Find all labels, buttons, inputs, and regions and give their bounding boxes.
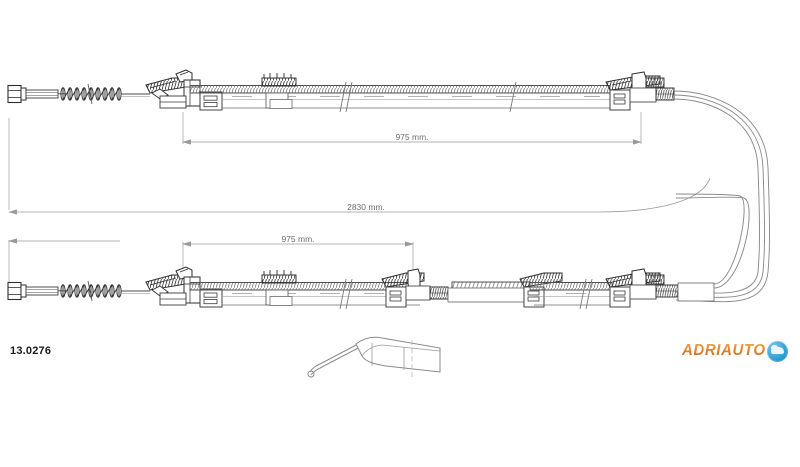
part-number-label: 13.0276: [10, 345, 52, 357]
upper-cable-u-bend: [673, 90, 770, 303]
lower-mid-retainer: [261, 270, 297, 306]
lever-detail-view: [307, 336, 441, 378]
dimension-lower-leader: [8, 238, 120, 288]
lower-cable-sheath-b: [529, 278, 613, 310]
dimension-label-bottom-975: 975 mm.: [281, 234, 314, 244]
lower-right-adjuster: [605, 268, 715, 308]
dimension-label-top-975: 975 mm.: [395, 132, 428, 142]
brand-logo: ADRIAUTO: [682, 340, 788, 362]
upper-mid-bracket: [269, 99, 293, 109]
lower-coupler-one: [381, 268, 449, 308]
lower-left-end-fitting: [7, 281, 66, 301]
dimension-top-975: [182, 112, 642, 145]
upper-cable-assembly: [7, 69, 770, 303]
dimension-label-overall-2830: 2830 mm.: [347, 202, 385, 212]
dimension-bottom-975: [182, 241, 414, 278]
lower-cable-assembly: [7, 193, 750, 310]
lower-coil-spring: [60, 280, 122, 302]
lower-connector-block: [159, 288, 223, 308]
upper-left-end-fitting: [7, 84, 66, 104]
car-circle-icon: [766, 340, 788, 362]
upper-right-adjuster: [605, 71, 675, 111]
upper-cable-sheath: [189, 81, 612, 113]
lower-cable-u-bend: [675, 193, 750, 289]
upper-connector-block: [159, 91, 223, 111]
upper-coil-spring: [60, 83, 122, 105]
dimension-overall-2830: [8, 118, 711, 215]
brand-name-text: ADRIAUTO: [682, 341, 766, 360]
lower-corrugated-section: [447, 281, 535, 303]
